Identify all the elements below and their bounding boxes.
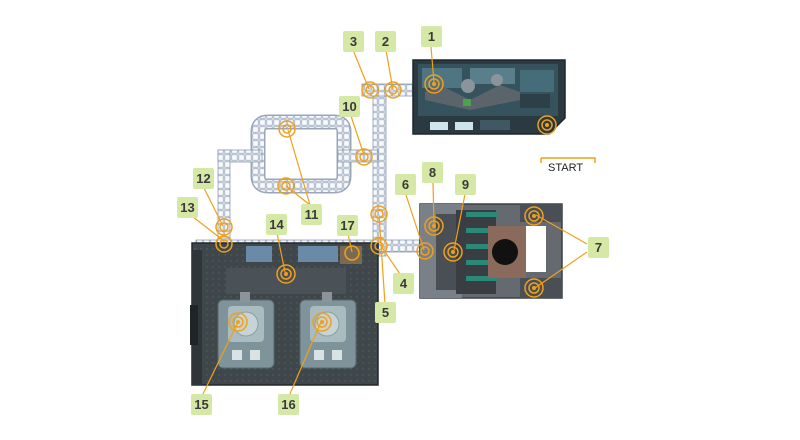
label-17: 17 xyxy=(337,215,358,236)
label-7: 7 xyxy=(588,237,609,258)
marker-9[interactable] xyxy=(443,242,463,262)
label-11: 11 xyxy=(301,204,322,225)
label-15: 15 xyxy=(191,394,212,415)
conveyor-loop xyxy=(252,116,350,192)
marker-4[interactable] xyxy=(370,237,388,255)
start-base xyxy=(412,59,566,135)
marker-17[interactable] xyxy=(344,245,360,261)
start-bracket xyxy=(540,157,596,163)
marker-10[interactable] xyxy=(355,148,373,166)
factory xyxy=(190,242,379,386)
marker-12[interactable] xyxy=(215,218,233,236)
boss-structure xyxy=(419,203,563,299)
label-5: 5 xyxy=(375,302,396,323)
label-4: 4 xyxy=(393,273,414,294)
marker-5a[interactable] xyxy=(370,205,388,223)
marker-3[interactable] xyxy=(361,81,379,99)
marker-13[interactable] xyxy=(215,235,233,253)
marker-6[interactable] xyxy=(416,242,434,260)
marker-2[interactable] xyxy=(384,81,402,99)
label-3: 3 xyxy=(343,31,364,52)
label-9: 9 xyxy=(455,174,476,195)
label-10: 10 xyxy=(339,96,360,117)
marker-start[interactable] xyxy=(537,115,557,135)
marker-15[interactable] xyxy=(228,312,248,332)
markers xyxy=(215,74,557,332)
label-12: 12 xyxy=(193,168,214,189)
label-2: 2 xyxy=(375,31,396,52)
marker-1[interactable] xyxy=(424,74,444,94)
start-label: START xyxy=(548,162,584,174)
marker-8[interactable] xyxy=(424,216,444,236)
label-6: 6 xyxy=(395,174,416,195)
marker-14[interactable] xyxy=(276,264,296,284)
marker-16[interactable] xyxy=(312,312,332,332)
marker-7a[interactable] xyxy=(524,206,544,226)
label-13: 13 xyxy=(177,197,198,218)
label-16: 16 xyxy=(278,394,299,415)
label-14: 14 xyxy=(266,214,287,235)
marker-7b[interactable] xyxy=(524,278,544,298)
marker-11b[interactable] xyxy=(277,177,295,195)
label-8: 8 xyxy=(422,162,443,183)
label-1: 1 xyxy=(421,26,442,47)
marker-11a[interactable] xyxy=(278,120,296,138)
